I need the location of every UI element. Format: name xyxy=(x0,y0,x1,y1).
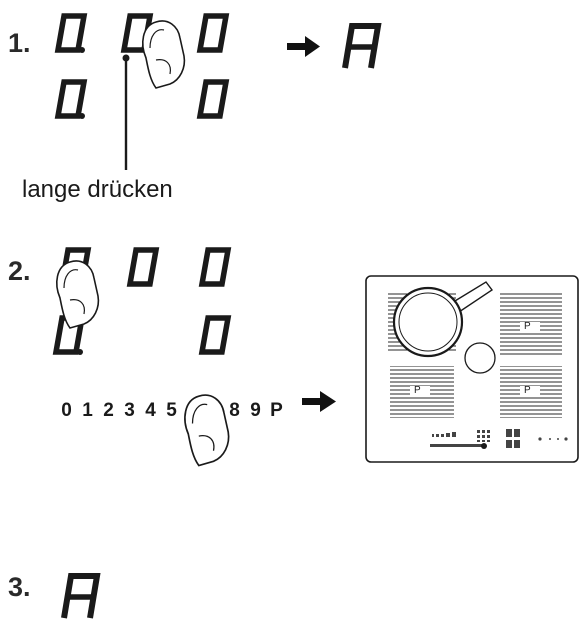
level-2: 2 xyxy=(103,400,114,421)
step-number-2: 2. xyxy=(8,256,31,286)
digit-zero-icon xyxy=(200,16,226,50)
press-indicator-dot xyxy=(122,54,130,62)
step1-display xyxy=(58,16,378,170)
result-letter-a xyxy=(345,26,378,68)
decimal-dot xyxy=(79,113,85,119)
hob-zone-label: P xyxy=(524,321,531,332)
finger-icon xyxy=(184,394,230,467)
arrow-right-icon xyxy=(302,391,336,412)
hob-zone-label: P xyxy=(524,385,531,396)
step-number-1: 1. xyxy=(8,28,31,58)
level-0: 0 xyxy=(61,400,72,421)
long-press-caption: lange drücken xyxy=(22,176,173,203)
result-letter-a xyxy=(64,576,97,618)
digit-zero-icon xyxy=(58,16,84,50)
level-9: 9 xyxy=(250,400,261,421)
digit-zero-icon xyxy=(58,82,84,116)
level-4: 4 xyxy=(145,400,156,421)
digit-zero-icon xyxy=(202,250,228,284)
step2-display xyxy=(56,250,336,467)
decimal-dot xyxy=(79,47,85,53)
hob-icon xyxy=(365,275,579,463)
digit-zero-icon xyxy=(202,318,228,352)
pan-icon xyxy=(392,281,494,358)
hob-zone-label: P xyxy=(414,385,421,396)
level-8: 8 xyxy=(229,400,240,421)
digit-zero-icon xyxy=(130,250,156,284)
level-1: 1 xyxy=(82,400,93,421)
level-5: 5 xyxy=(166,400,177,421)
decimal-dot xyxy=(77,349,83,355)
arrow-right-icon xyxy=(287,36,320,57)
hob-zone-center xyxy=(464,342,496,374)
level-3: 3 xyxy=(124,400,135,421)
step-number-3: 3. xyxy=(8,572,31,602)
finger-icon xyxy=(142,20,186,89)
hob-control-panel xyxy=(430,429,568,449)
digit-zero-icon xyxy=(200,82,226,116)
level-p: P xyxy=(270,400,283,421)
